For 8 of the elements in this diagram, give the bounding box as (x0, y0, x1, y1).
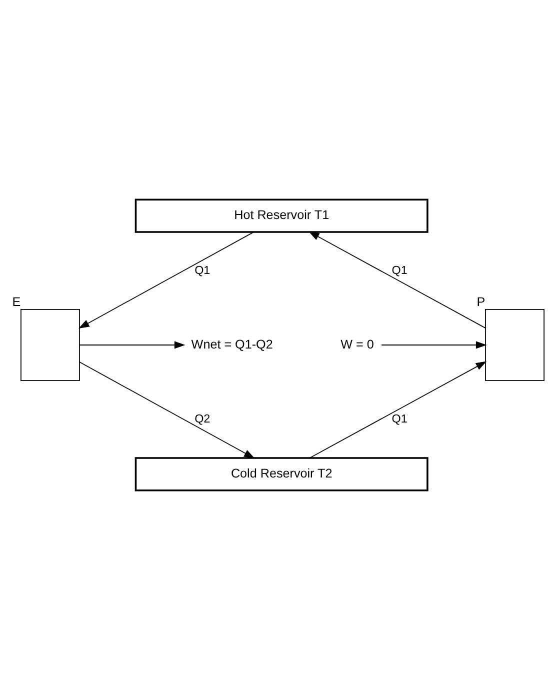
node-label: E (12, 295, 21, 310)
edge-label: Q2 (194, 412, 210, 426)
edge-label: Q1 (392, 264, 408, 277)
edge-label: Q1 (194, 264, 210, 277)
node-label: P (476, 295, 486, 310)
node-text: W = 0 (340, 337, 374, 352)
edge-label: Q1 (392, 412, 408, 426)
node-text: Wnet = Q1-Q2 (191, 337, 273, 352)
